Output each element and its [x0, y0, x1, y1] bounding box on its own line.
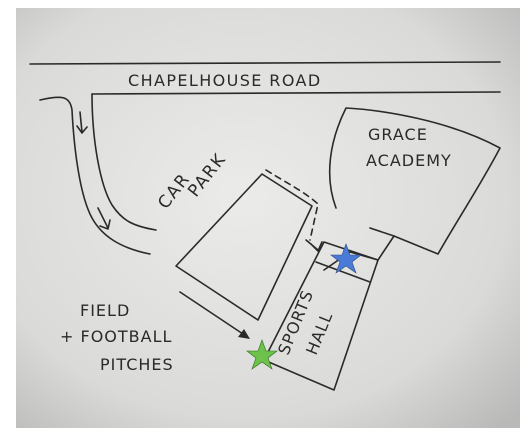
lane-arrow-1	[76, 111, 88, 134]
academy-label-line2: ACADEMY	[366, 151, 452, 170]
field-label: FIELD + FOOTBALL PITCHES	[60, 301, 174, 374]
blue-star-marker	[330, 243, 362, 274]
car-park-arrow	[305, 239, 323, 252]
road-label: CHAPELHOUSE ROAD	[128, 71, 322, 90]
field-label-line1: FIELD	[80, 301, 130, 320]
field-arrow-head	[238, 329, 250, 339]
entrance-lane	[39, 93, 157, 255]
field-arrow	[179, 291, 247, 337]
green-star-marker	[246, 339, 278, 370]
lane-arrow-2	[97, 207, 111, 230]
academy-label-line1: GRACE	[368, 125, 428, 144]
field-label-line3: PITCHES	[100, 355, 174, 374]
grace-academy: GRACE ACADEMY	[323, 107, 501, 271]
field-label-line2: + FOOTBALL	[60, 327, 172, 346]
chapelhouse-road: CHAPELHOUSE ROAD	[29, 61, 501, 95]
